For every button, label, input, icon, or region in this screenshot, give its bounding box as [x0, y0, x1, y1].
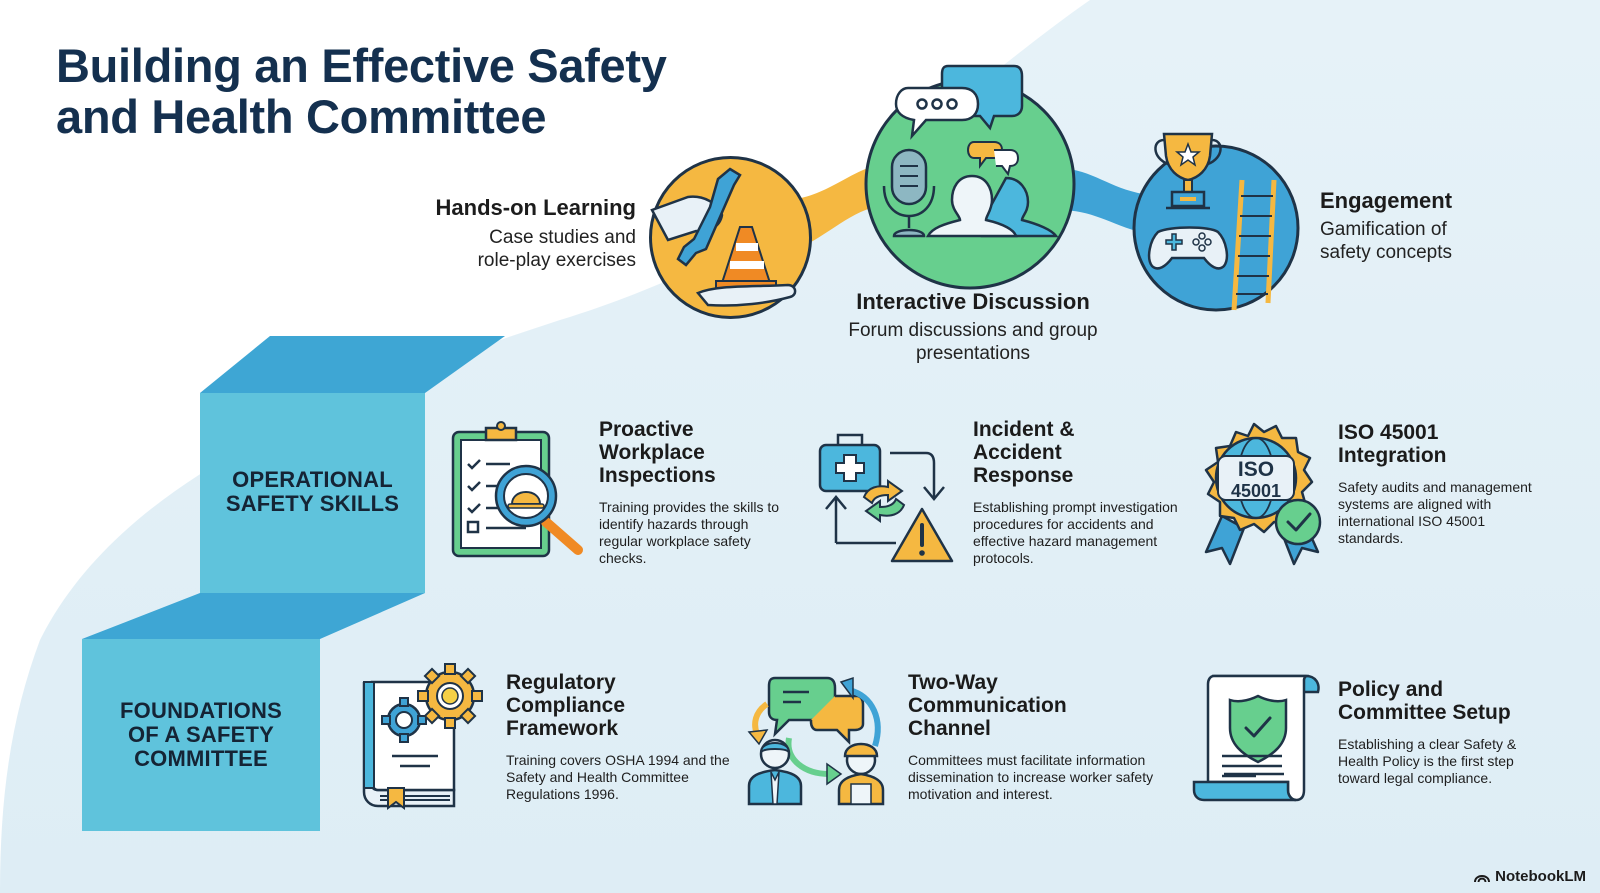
firstaid-cycle-warning-icon — [818, 433, 954, 563]
interactive-discussion-desc-1: Forum discussions and group — [848, 320, 1098, 341]
two-way-communication-icon — [747, 676, 885, 806]
title-line-2: and Health Committee — [56, 90, 547, 143]
microphone-people-chat-icon — [864, 64, 1076, 290]
card-title-line: Policy and — [1338, 678, 1444, 701]
interactive-discussion-desc-2: presentations — [915, 343, 1031, 364]
card-title-line: Framework — [506, 717, 619, 740]
card-description: Safety audits and management systems are… — [1338, 479, 1532, 546]
hands-on-learning-label: Hands-on Learning Case studies and role-… — [400, 195, 636, 272]
card-title-line: Two-Way — [908, 671, 998, 694]
engagement-desc-1: Gamification of — [1320, 219, 1447, 240]
card-title-line: Compliance — [506, 694, 626, 717]
card-title: Proactive Workplace Inspections — [599, 418, 789, 487]
yellow-connector — [790, 165, 884, 250]
step-lower-line-1: FOUNDATIONS — [120, 698, 282, 723]
foundations-label: FOUNDATIONS OF A SAFETY COMMITTEE — [82, 699, 320, 771]
card-title: ISO 45001 Integration — [1338, 421, 1538, 467]
card-description: Establishing a clear Safety & Health Pol… — [1338, 736, 1517, 786]
card-title-line: Accident — [973, 441, 1062, 464]
card-description: Training covers OSHA 1994 and the Safety… — [506, 752, 730, 802]
clipboard-magnifier-hardhat-icon — [451, 421, 583, 558]
step-lower-line-3: COMMITTEE — [134, 746, 268, 771]
card-title-line: Communication — [908, 694, 1067, 717]
card-two-way-communication: Two-Way Communication Channel Committees… — [908, 671, 1170, 803]
notebooklm-logo-icon — [1474, 875, 1491, 883]
step-upper-line-2: SAFETY SKILLS — [225, 491, 400, 516]
brand-label: NotebookLM — [1495, 868, 1586, 885]
card-title-line: Workplace — [599, 441, 705, 464]
card-title: Policy and Committee Setup — [1338, 678, 1548, 724]
title-line-1: Building an Effective Safety — [56, 39, 667, 92]
book-gears-icon — [362, 663, 483, 810]
card-iso-integration: ISO 45001 Integration Safety audits and … — [1338, 421, 1538, 547]
wrench-cone-hand-icon — [649, 156, 812, 319]
card-policy-setup: Policy and Committee Setup Establishing … — [1338, 678, 1548, 787]
badge-text-number: 45001 — [1231, 481, 1281, 501]
blue-connector — [1058, 168, 1150, 235]
iso-badge-icon: ISO 45001 — [1204, 422, 1322, 566]
card-title-line: Committee Setup — [1338, 701, 1511, 724]
card-title-line: Regulatory — [506, 671, 616, 694]
card-incident-response: Incident & Accident Response Establishin… — [973, 418, 1183, 567]
hands-on-learning-title: Hands-on Learning — [435, 195, 636, 220]
engagement-title: Engagement — [1320, 188, 1453, 213]
interactive-discussion-title: Interactive Discussion — [856, 289, 1090, 314]
policy-lines-decoration — [1222, 754, 1282, 778]
interactive-discussion-label: Interactive Discussion Forum discussions… — [800, 289, 1146, 365]
card-title-line: Incident & — [973, 418, 1075, 441]
step-upper-line-1: OPERATIONAL — [232, 467, 393, 492]
card-title-line: ISO 45001 — [1338, 421, 1439, 444]
upper-step-top — [200, 336, 505, 393]
card-title-line: Inspections — [599, 464, 716, 487]
card-description: Training provides the skills to identify… — [599, 499, 780, 566]
step-lower-line-2: OF A SAFETY — [127, 722, 275, 747]
upper-step-front — [200, 393, 425, 593]
card-title: Incident & Accident Response — [973, 418, 1183, 487]
card-title-line: Channel — [908, 717, 991, 740]
card-description: Establishing prompt investigation proced… — [973, 499, 1178, 566]
hands-on-learning-desc-2: role-play exercises — [477, 250, 636, 271]
card-description: Committees must facilitate information d… — [908, 752, 1154, 802]
card-title-line: Response — [973, 464, 1074, 487]
engagement-desc-2: safety concepts — [1320, 242, 1453, 263]
hands-on-learning-desc-1: Case studies and — [489, 227, 636, 248]
lower-step-front — [82, 639, 320, 831]
engagement-label: Engagement Gamification of safety concep… — [1320, 188, 1550, 264]
card-title-line: Integration — [1338, 444, 1447, 467]
card-title: Regulatory Compliance Framework — [506, 671, 736, 740]
badge-text-iso: ISO — [1238, 458, 1274, 481]
card-proactive-inspections: Proactive Workplace Inspections Training… — [599, 418, 789, 567]
lower-step-top — [82, 593, 425, 639]
page-title: Building an Effective Safety and Health … — [56, 40, 756, 142]
card-regulatory-compliance: Regulatory Compliance Framework Training… — [506, 671, 736, 803]
card-title-line: Proactive — [599, 418, 694, 441]
policy-scroll-shield-icon — [1192, 674, 1320, 802]
notebooklm-brand: NotebookLM — [1474, 868, 1586, 885]
operational-safety-skills-label: OPERATIONAL SAFETY SKILLS — [200, 468, 425, 516]
card-title: Two-Way Communication Channel — [908, 671, 1170, 740]
trophy-gamepad-ladder-icon — [1132, 132, 1300, 312]
